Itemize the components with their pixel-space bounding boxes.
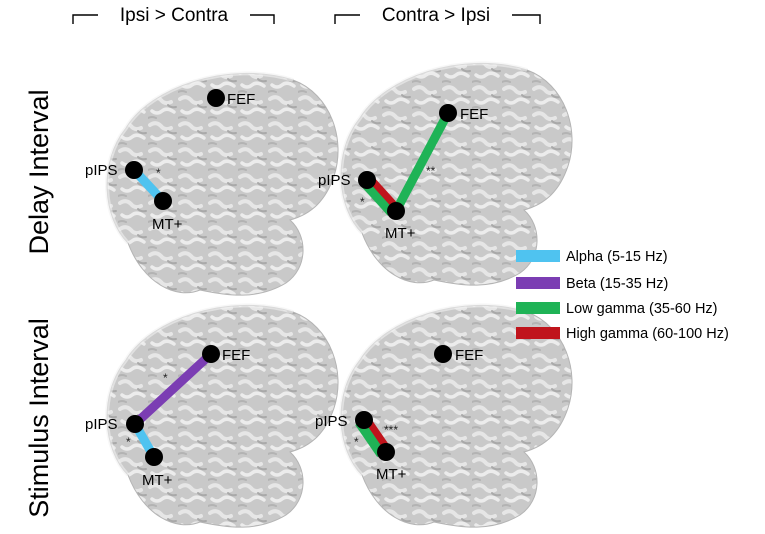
node-label-pips: pIPS bbox=[318, 172, 351, 189]
significance-marker: * bbox=[360, 195, 365, 209]
node-label-pips: pIPS bbox=[315, 413, 348, 430]
legend-swatch-alpha bbox=[516, 250, 560, 262]
node-label-pips: pIPS bbox=[85, 162, 118, 179]
node-label-fef: FEF bbox=[227, 91, 255, 108]
legend-item-lowgamma: Low gamma (35-60 Hz) bbox=[516, 301, 718, 317]
legend-label-beta: Beta (15-35 Hz) bbox=[566, 276, 668, 292]
node-fef bbox=[434, 345, 452, 363]
row-label-delay: Delay Interval bbox=[24, 89, 54, 254]
node-label-mt: MT+ bbox=[152, 216, 183, 233]
column-label-contra-ipsi: Contra > Ipsi bbox=[382, 5, 490, 26]
significance-marker: * bbox=[163, 371, 168, 385]
node-label-fef: FEF bbox=[222, 347, 250, 364]
node-mt bbox=[387, 202, 405, 220]
node-label-mt: MT+ bbox=[385, 225, 416, 242]
node-mt bbox=[377, 443, 395, 461]
significance-marker: *** bbox=[384, 423, 398, 437]
edge-pips-fef-beta bbox=[131, 350, 215, 428]
legend-item-alpha: Alpha (5-15 Hz) bbox=[516, 249, 668, 265]
row-label-stimulus: Stimulus Interval bbox=[24, 318, 54, 518]
node-fef bbox=[202, 345, 220, 363]
node-mt bbox=[154, 192, 172, 210]
significance-marker: * bbox=[126, 435, 131, 449]
panel-stim-contra: * *** FEF pIPS MT+ bbox=[315, 345, 483, 483]
node-pips bbox=[358, 171, 376, 189]
column-label-ipsi-contra: Ipsi > Contra bbox=[120, 5, 229, 26]
node-label-fef: FEF bbox=[460, 106, 488, 123]
panel-stim-ipsi: * * FEF pIPS MT+ bbox=[85, 345, 250, 489]
legend-item-beta: Beta (15-35 Hz) bbox=[516, 276, 668, 292]
legend-swatch-beta bbox=[516, 277, 560, 289]
significance-marker: * bbox=[354, 435, 359, 449]
edge-fef-mt-lowgamma bbox=[392, 110, 452, 214]
legend-item-highgamma: High gamma (60-100 Hz) bbox=[516, 326, 729, 342]
node-mt bbox=[145, 448, 163, 466]
node-pips bbox=[355, 411, 373, 429]
node-label-pips: pIPS bbox=[85, 416, 118, 433]
node-label-mt: MT+ bbox=[376, 466, 407, 483]
legend-label-lowgamma: Low gamma (35-60 Hz) bbox=[566, 301, 718, 317]
panel-delay-contra: * ** FEF pIPS MT+ bbox=[318, 104, 488, 242]
legend-label-highgamma: High gamma (60-100 Hz) bbox=[566, 326, 729, 342]
legend-label-alpha: Alpha (5-15 Hz) bbox=[566, 249, 668, 265]
panel-delay-ipsi: * FEF pIPS MT+ bbox=[85, 89, 255, 233]
node-label-fef: FEF bbox=[455, 347, 483, 364]
legend-swatch-lowgamma bbox=[516, 302, 560, 314]
column-header-ipsi: Ipsi > Contra bbox=[72, 5, 275, 26]
node-pips bbox=[126, 415, 144, 433]
legend: Alpha (5-15 Hz) Beta (15-35 Hz) Low gamm… bbox=[516, 249, 729, 342]
node-fef bbox=[439, 104, 457, 122]
node-fef bbox=[207, 89, 225, 107]
node-pips bbox=[125, 161, 143, 179]
legend-swatch-highgamma bbox=[516, 327, 560, 339]
significance-marker: * bbox=[156, 166, 161, 180]
column-header-contra: Contra > Ipsi bbox=[334, 5, 541, 26]
node-label-mt: MT+ bbox=[142, 472, 173, 489]
significance-marker: ** bbox=[426, 164, 436, 178]
